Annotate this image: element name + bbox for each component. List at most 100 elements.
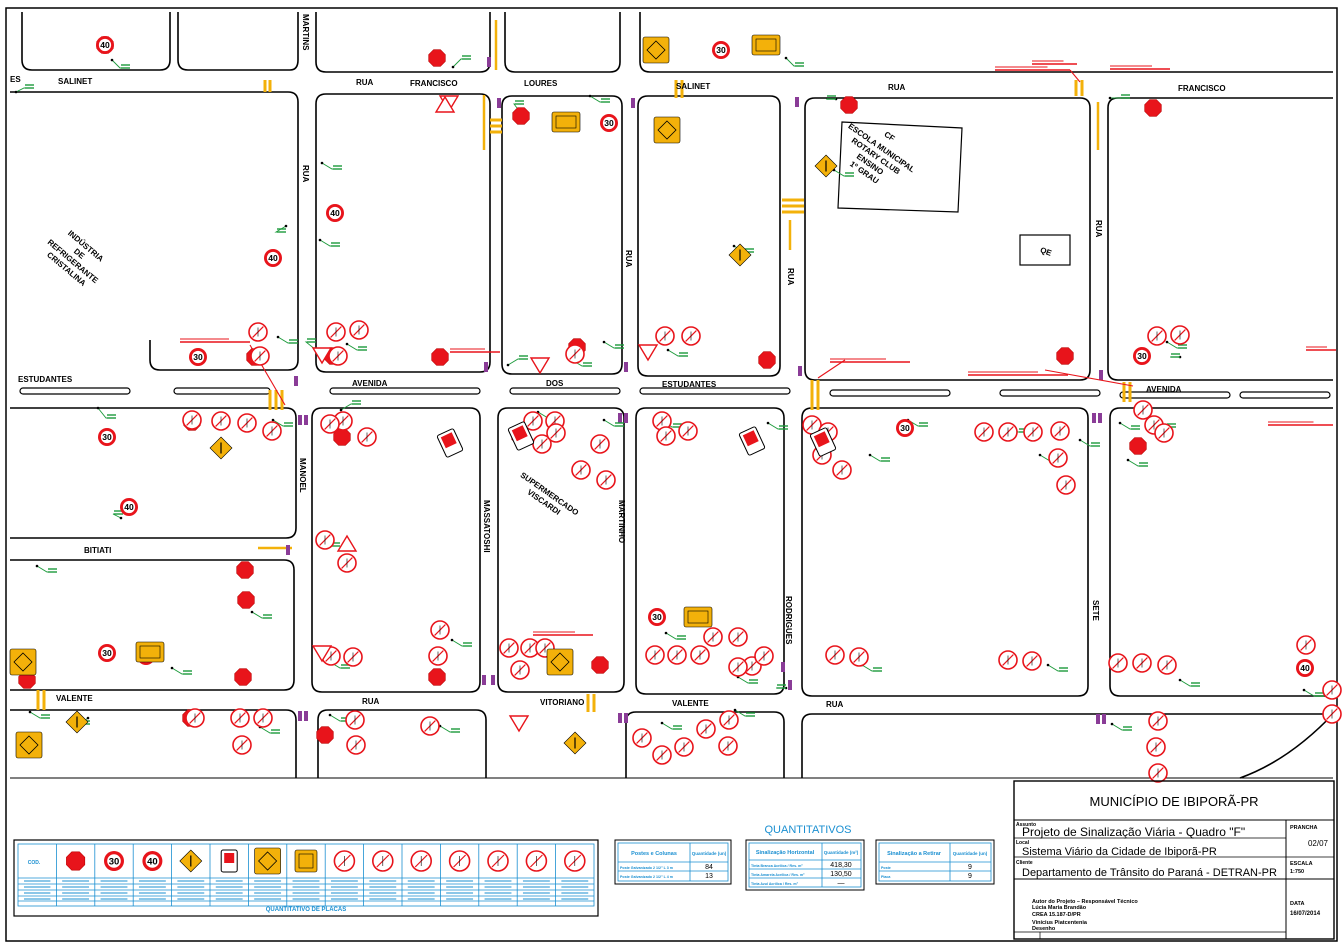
sign-callout-dot <box>1078 438 1082 442</box>
bus-stop-sign-icon <box>507 421 535 451</box>
sign-callout-dot <box>506 363 510 367</box>
school-warning-sign-icon <box>135 641 165 663</box>
sign-callout-dot <box>1178 678 1182 682</box>
sign-callout-dot <box>1302 688 1306 692</box>
street-label: RODRIGUES <box>784 596 793 645</box>
postes-row-item: Poste Galvanizado 2 1/2" L 4 m <box>620 875 673 879</box>
buildings <box>837 121 1071 266</box>
bus-stop-sign-icon <box>511 425 528 442</box>
red-leader-line <box>817 359 846 379</box>
stop-sign-icon <box>428 668 446 686</box>
sign-callout-dot <box>284 224 288 228</box>
sign-callout-dot <box>450 638 454 642</box>
school-zone-sign-icon <box>546 648 574 676</box>
school-warning-sign-icon <box>555 115 577 129</box>
sign-callout-dot <box>732 244 736 248</box>
traffic-signs: 4030304040303040304030303040 <box>9 34 1342 783</box>
sign-post <box>631 98 635 108</box>
speed-limit-icon <box>1298 661 1312 675</box>
school-zone-sign-icon <box>550 652 570 672</box>
crosswalks <box>36 80 1132 712</box>
retirar-table: Sinalização a Retirar Quantidade (un) Po… <box>875 839 995 885</box>
speed-limit-value: 30 <box>652 612 662 622</box>
retirar-header-item: Sinalização a Retirar <box>887 851 942 857</box>
speed-limit-value: 40 <box>1300 663 1310 673</box>
sign-post <box>781 662 785 672</box>
sign-callout-dot <box>733 708 737 712</box>
sheet-frame <box>5 7 1338 942</box>
data-value: 16/07/2014 <box>1290 911 1321 917</box>
municipality-title: MUNICÍPIO DE IBIPORÃ-PR <box>1089 794 1258 809</box>
school-zone-sign-icon <box>642 36 670 64</box>
place-labels: INDÚSTRIA DE REFRIGERANTE CRISTALINA CF … <box>45 122 1054 518</box>
sign-callout-dot <box>345 342 349 346</box>
street-label: RUA <box>301 165 310 183</box>
bus-stop-sign-icon <box>809 427 837 457</box>
speed-limit-value: 30 <box>716 45 726 55</box>
horizontal-row-item: Tinta Amarela Acrílica / Res. m² <box>751 873 805 877</box>
sign-callout-dot <box>766 421 770 425</box>
sign-callout-line <box>452 58 471 68</box>
street-label: SALINET <box>676 82 710 91</box>
sign-callout-dot <box>451 65 455 69</box>
speed-limit-icon <box>98 38 112 52</box>
sign-post <box>304 415 308 425</box>
local-value: Sistema Viário da Cidade de Ibiporã-PR <box>1022 846 1217 858</box>
speed-limit-icon <box>122 500 136 514</box>
sign-callout-line <box>97 407 116 419</box>
sign-post <box>1099 370 1103 380</box>
sign-post <box>618 413 622 423</box>
sign-callout-dot <box>660 721 664 725</box>
school-zone-sign-icon <box>15 731 43 759</box>
stop-sign-icon <box>1056 347 1074 365</box>
street-label: SALINET <box>58 77 92 86</box>
yield-sign-icon <box>311 347 333 365</box>
sign-callout-line <box>507 358 528 366</box>
postes-row-qty: 84 <box>705 864 713 871</box>
sign-post <box>1092 413 1096 423</box>
sign-post <box>298 415 302 425</box>
data-label: DATA <box>1290 901 1304 907</box>
stop-sign-icon <box>431 348 449 366</box>
autor-line: Autor do Projeto – Responsável Técnico <box>1032 899 1138 905</box>
sign-callout-dot <box>1046 663 1050 667</box>
red-leader-line <box>1044 369 1134 387</box>
horizontal-header-qty: Quantidade (m²) <box>824 850 859 855</box>
speed-limit-value: 30 <box>900 423 910 433</box>
desenho-line: Desenho <box>1032 926 1056 932</box>
postes-header-item: Postes e Colunas <box>631 851 677 857</box>
sign-post <box>795 97 799 107</box>
warning-triangle-icon <box>336 534 358 552</box>
speed-limit-value: 30 <box>102 648 112 658</box>
sign-post <box>788 680 792 690</box>
stop-sign-icon <box>66 851 86 871</box>
prancha-value: 02/07 <box>1308 839 1329 848</box>
speed-limit-icon <box>328 206 342 220</box>
autor-line: CREA 15.187-D/PR <box>1032 912 1081 918</box>
speed-limit-icon <box>107 854 121 868</box>
sign-post <box>487 57 491 67</box>
red-leader-line <box>1069 69 1081 83</box>
warning-triangle-icon <box>434 95 456 113</box>
street-label: LOURES <box>524 79 558 88</box>
sign-callout-dot <box>666 348 670 352</box>
bus-stop-sign-icon <box>436 428 464 458</box>
sign-post <box>491 675 495 685</box>
speed-limit-icon <box>145 854 160 868</box>
sign-post <box>298 711 302 721</box>
place-label: QE <box>1039 245 1054 258</box>
street-label: RUA <box>888 83 906 92</box>
sign-callout-dot <box>250 610 254 614</box>
sign-callout-dot <box>271 418 275 422</box>
speed-limit-value: 40 <box>100 40 110 50</box>
sign-callout-dot <box>1118 421 1122 425</box>
red-annotation-notes <box>180 60 1336 636</box>
stop-sign-icon <box>237 591 255 609</box>
stop-sign-icon <box>333 428 351 446</box>
school-warning-sign-icon <box>294 849 318 873</box>
sign-post <box>497 98 501 108</box>
horizontal-row-qty: 130,50 <box>830 871 852 878</box>
quantitativos: QUANTITATIVOS Postes e Colunas Quantidad… <box>614 824 995 891</box>
sign-callout-dot <box>588 94 592 98</box>
legend-title: QUANTITATIVO DE PLACAS <box>266 907 346 913</box>
